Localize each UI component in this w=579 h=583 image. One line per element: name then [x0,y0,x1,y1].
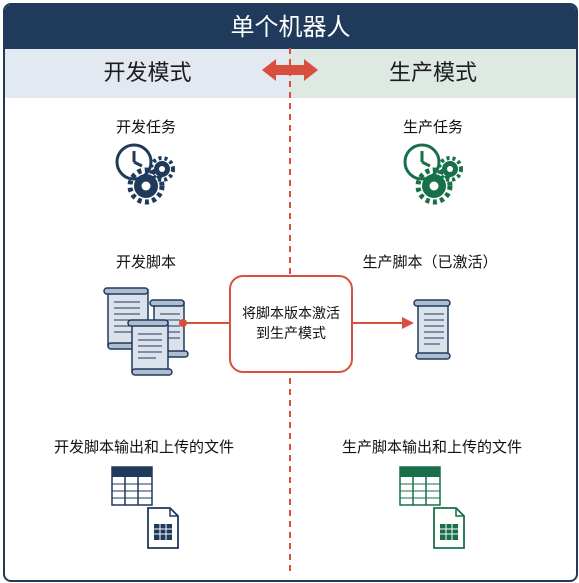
dev-scripts-scrolls-icon [103,287,189,376]
prod-output-file-icon [433,507,465,549]
activate-text-line2: 到生产模式 [256,326,326,342]
activate-text-line1: 将脚本版本激活 [242,306,340,322]
double-arrow-icon [262,59,318,81]
dev-task-label: 开发任务 [115,118,176,136]
dev-script-label: 开发脚本 [115,253,176,271]
prod-output-table-icon [399,466,441,506]
prod-script-scroll-icon [413,299,451,360]
activate-arrow [350,317,414,329]
dev-mode-header: 开发模式 [5,49,290,98]
prod-task-label: 生产任务 [402,118,463,136]
prod-output-label: 生产脚本输出和上传的文件 [341,438,522,456]
dev-output-label: 开发脚本输出和上传的文件 [53,438,234,456]
prod-task-clock-gears-icon [403,143,463,205]
activate-script-box: 将脚本版本激活 到生产模式 [229,275,353,373]
dev-output-table-icon [111,466,153,506]
dev-task-clock-gears-icon [115,143,175,205]
single-robot-panel: 单个机器人 开发模式 生产模式 [3,3,578,582]
dev-output-file-icon [147,507,179,549]
prod-script-label: 生产脚本（已激活） [362,253,498,271]
diagram-title: 单个机器人 [5,5,576,49]
prod-mode-header: 生产模式 [290,49,576,98]
